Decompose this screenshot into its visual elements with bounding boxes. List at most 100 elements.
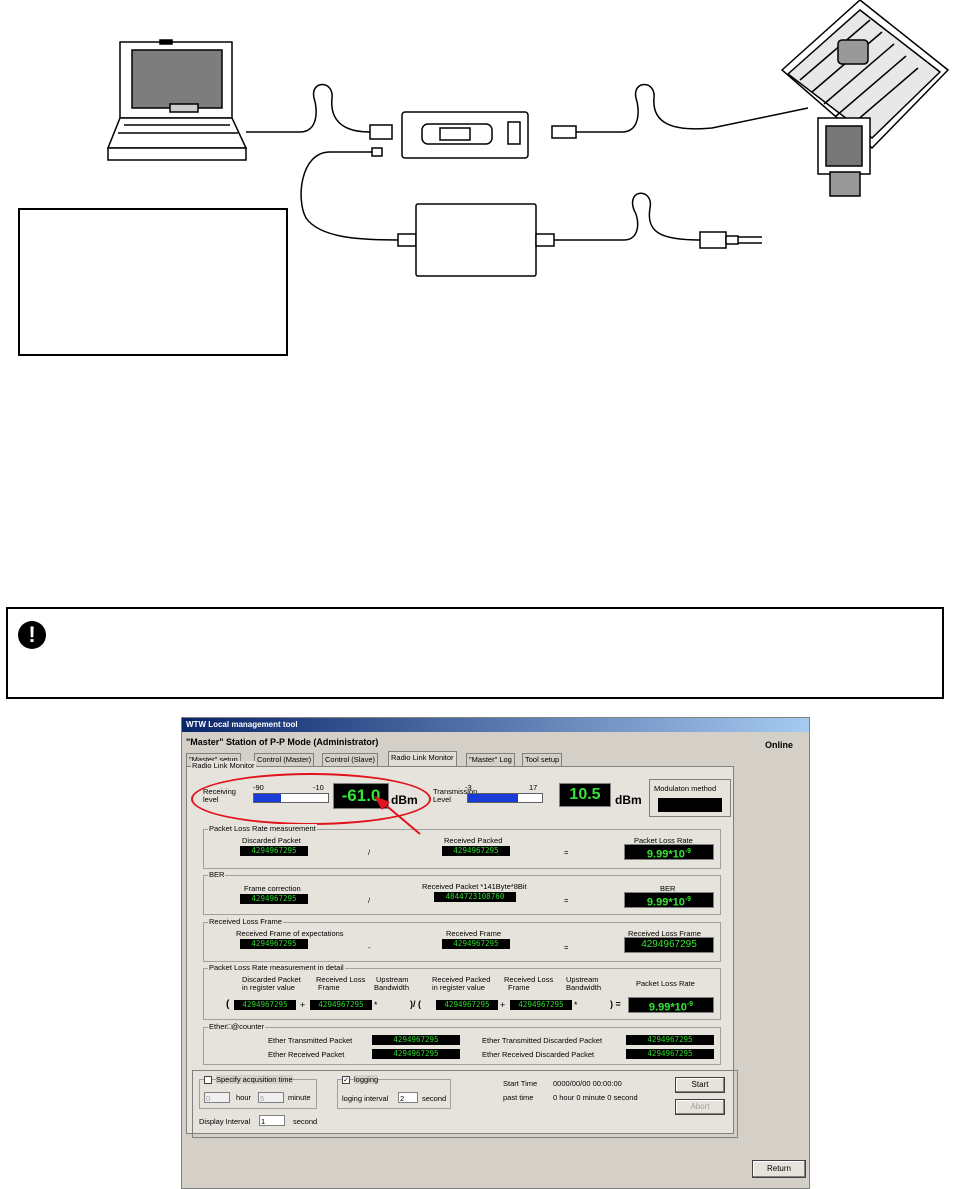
detail-group: Packet Loss Rate measurement in detail D…: [203, 963, 721, 1020]
title-bar[interactable]: WTW Local management tool: [182, 718, 809, 732]
specify-acquisition-label: Specify acqusition time: [216, 1075, 293, 1084]
ether-rx-label: Ether Received Packet: [268, 1050, 345, 1059]
dc-cable: [300, 151, 399, 241]
log-interval-input[interactable]: 2: [398, 1092, 418, 1103]
ber-equals-sign: =: [564, 896, 569, 905]
received-loss-frame-display: 4294967295: [624, 937, 714, 953]
received-packed-value: 4294967295: [442, 846, 510, 856]
transmission-level-bar: [467, 793, 543, 803]
ber-exponent: -9: [684, 896, 692, 903]
measurement-controls: Specify acqusition time 0 hour 5 minute …: [192, 1070, 738, 1138]
rate-exponent: -9: [684, 848, 692, 855]
detail-h2b: Frame: [318, 983, 340, 992]
modulation-display: [658, 798, 722, 812]
detail-star-2: *: [574, 1000, 578, 1010]
ber-display: 9.99*10-9: [624, 892, 714, 909]
station-label: "Master" Station of P-P Mode (Administra…: [186, 737, 379, 747]
received-packet-bits-label: Received Packet *141Byte*8Bit: [422, 882, 527, 891]
display-interval-label: Display Interval: [199, 1117, 251, 1126]
detail-v1: 4294967295: [234, 1000, 296, 1010]
minus-sign: -: [368, 943, 371, 952]
display-interval-input[interactable]: 1: [259, 1115, 285, 1126]
online-status: Online: [765, 740, 794, 750]
detail-divide: )/ (: [410, 999, 421, 1009]
window-title: WTW Local management tool: [186, 720, 298, 729]
logging-checkbox[interactable]: ✓: [342, 1076, 350, 1084]
tab-master-log[interactable]: "Master" Log: [466, 753, 515, 766]
detail-v2: 4294967295: [310, 1000, 372, 1010]
abort-button[interactable]: Abort: [675, 1099, 725, 1115]
detail-v3: 4294967295: [436, 1000, 498, 1010]
red-arrow: [374, 796, 421, 835]
detail-rate-exponent: -9: [686, 1001, 694, 1008]
display-interval-unit: second: [293, 1117, 318, 1126]
detail-plus-2: +: [500, 1000, 506, 1010]
discarded-packet-label: Discarded Packet: [242, 836, 301, 845]
detail-rate-mantissa: 9.99*10: [648, 1001, 687, 1014]
dc-plug: [371, 147, 383, 157]
received-frame-label: Received Frame: [446, 929, 502, 938]
ber-mantissa: 9.99*10: [646, 896, 685, 909]
tab-tool-setup[interactable]: Tool setup: [522, 753, 563, 766]
detail-h1a: Discarded Packet: [242, 975, 301, 984]
received-frame-value: 4294967295: [442, 939, 510, 949]
ether-counter-group: Ether□@counter Ether Transmitted Packet …: [203, 1022, 721, 1065]
ether-tx-discarded-value: 4294967295: [626, 1035, 714, 1045]
modulation-box: Modulaton method: [649, 779, 731, 817]
received-packed-label: Received Packed: [444, 836, 503, 845]
frame-correction-value: 4294967295: [240, 894, 308, 904]
transmission-level-display: 10.5: [559, 783, 611, 807]
tab-control-slave[interactable]: Control (Slave): [322, 753, 379, 766]
detail-h7: Packet Loss Rate: [636, 979, 695, 988]
log-interval-label: loging interval: [342, 1094, 389, 1103]
packet-loss-group: Packet Loss Rate measurement Discarded P…: [203, 824, 721, 869]
panel-title: Radio Link Monitor: [191, 761, 256, 770]
acquisition-group: Specify acqusition time 0 hour 5 minute: [199, 1075, 317, 1109]
equals-sign: =: [564, 848, 569, 857]
transmission-max: 17: [529, 783, 538, 792]
detail-h3b: Bandwidth: [374, 983, 410, 992]
exclamation-icon: !: [18, 621, 46, 649]
detail-star-1: *: [374, 1000, 378, 1010]
detail-v4: 4294967295: [510, 1000, 572, 1010]
tab-radio-link-monitor[interactable]: Radio Link Monitor: [388, 751, 457, 766]
hour-label: hour: [236, 1093, 252, 1102]
rj45-plug-2: [551, 125, 577, 139]
ber-group: BER Frame correction 4294967295 / Receiv…: [203, 870, 721, 915]
expected-frame-value: 4294967295: [240, 939, 308, 949]
specify-acquisition-checkbox[interactable]: [204, 1076, 212, 1084]
detail-rate-display: 9.99*10-9: [628, 997, 714, 1014]
discarded-packet-value: 4294967295: [240, 846, 308, 856]
transmission-min: -3: [465, 783, 472, 792]
tab-control-master[interactable]: Control (Master): [254, 753, 315, 766]
ether-tx-discarded-label: Ether Transmitted Discarded Packet: [482, 1036, 603, 1045]
transmission-label: Transmission: [433, 787, 478, 796]
poe-injector-illustration: [401, 111, 529, 159]
ac-cable: [554, 192, 701, 241]
ether-counter-title: Ether□@counter: [208, 1022, 266, 1031]
note-box: [18, 208, 288, 356]
received-loss-frame-label: Received Loss Frame: [628, 929, 701, 938]
app-window: WTW Local management tool "Master" Stati…: [181, 717, 810, 1189]
lan-cable-1: [246, 83, 371, 133]
detail-h6a: Upstream: [566, 975, 599, 984]
caution-box: !: [6, 607, 944, 699]
minute-input[interactable]: 5: [258, 1092, 284, 1103]
return-button[interactable]: Return: [752, 1160, 806, 1178]
minute-label: minute: [288, 1093, 311, 1102]
rj45-plug-1: [369, 124, 393, 140]
ac-plug-illustration: [699, 231, 762, 249]
detail-close-eq: ) =: [610, 999, 621, 1009]
ether-rx-discarded-value: 4294967295: [626, 1049, 714, 1059]
packet-loss-title: Packet Loss Rate measurement: [208, 824, 317, 833]
ber-label: BER: [660, 884, 676, 893]
received-packet-bits-value: 4844723108760: [434, 892, 516, 902]
hour-input[interactable]: 0: [204, 1092, 230, 1103]
past-time-value: 0 hour 0 minute 0 second: [553, 1093, 638, 1102]
ether-rx-value: 4294967295: [372, 1049, 460, 1059]
detail-h4b: in register value: [432, 983, 485, 992]
start-button[interactable]: Start: [675, 1077, 725, 1093]
detail-open-paren: (: [226, 999, 230, 1010]
rate-mantissa: 9.99*10: [646, 848, 685, 861]
transmission-level-fill: [468, 794, 518, 802]
